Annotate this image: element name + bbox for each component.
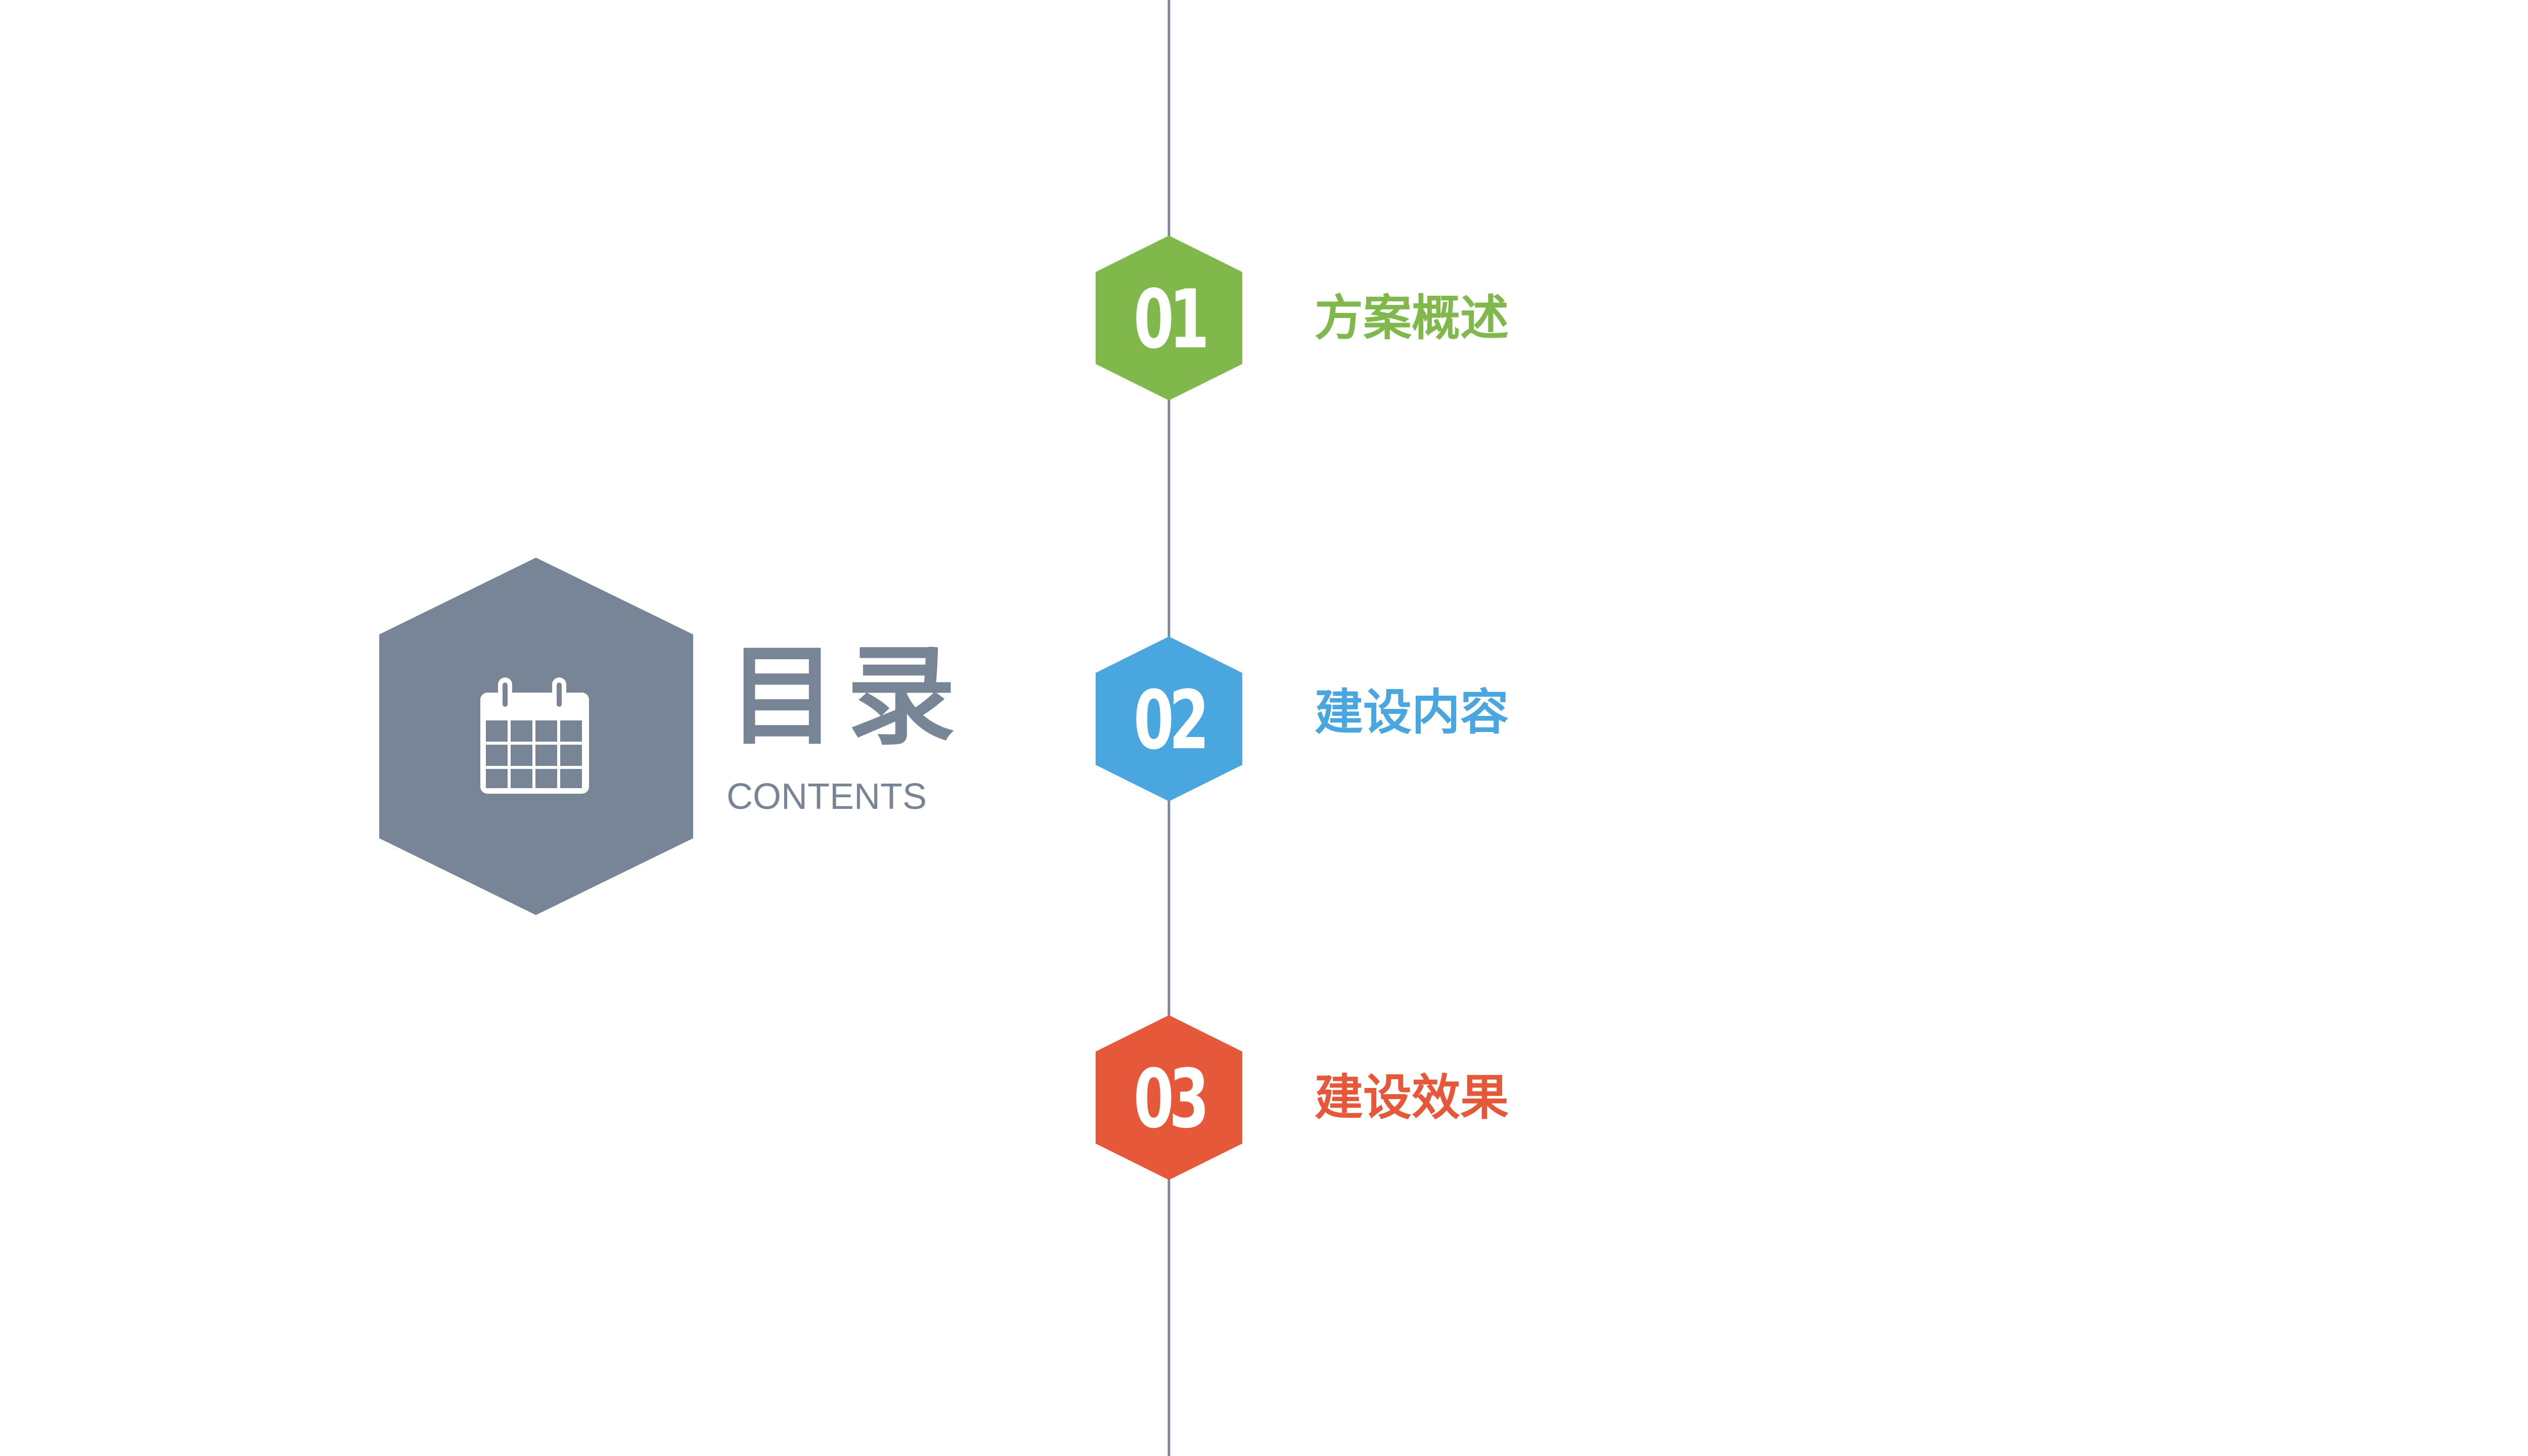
item-03-label[interactable]: 建设效果: [1315, 1071, 1509, 1125]
page-title: 目录: [728, 635, 966, 757]
item-02-number: 02: [1133, 673, 1209, 767]
page-subtitle: CONTENTS: [727, 777, 927, 817]
calendar-icon: [480, 677, 589, 794]
item-03-hexagon: [1096, 1015, 1242, 1180]
item-01-hexagon: [1096, 236, 1242, 400]
item-02-hexagon: [1096, 636, 1242, 801]
item-02-label[interactable]: 建设内容: [1315, 686, 1509, 740]
item-01-number: 01: [1133, 272, 1209, 367]
item-03-number: 03: [1133, 1052, 1209, 1146]
item-01-label[interactable]: 方案概述: [1315, 291, 1509, 345]
